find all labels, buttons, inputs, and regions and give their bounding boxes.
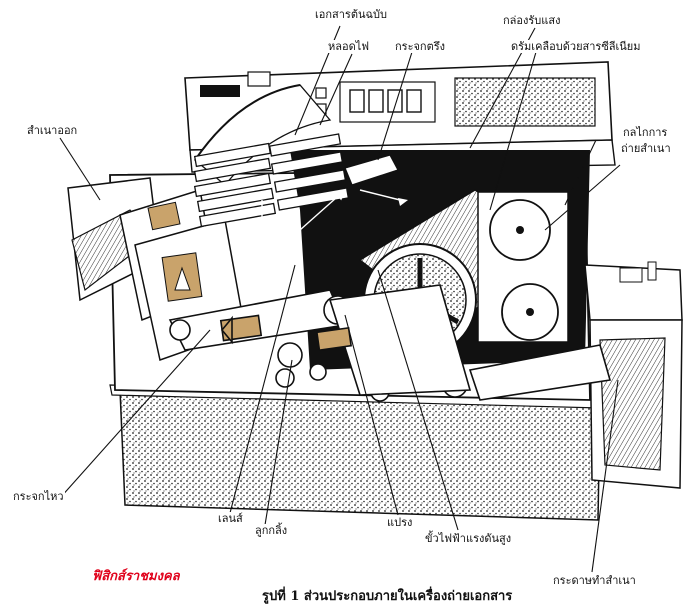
light-path (261, 188, 347, 265)
base-cabinet (109, 384, 601, 521)
label-copy-paper: กระดาษทำสำเนา (552, 574, 637, 587)
copy-mechanism-gears (477, 191, 569, 343)
leader-lines (59, 25, 621, 573)
label-brush: แปรง (386, 516, 414, 529)
label-high-voltage-electrode: ขั้วไฟฟ้าแรงดันสูง (424, 532, 513, 545)
label-copy-mechanism-line1: กลไกการ (622, 126, 669, 139)
label-lens: เลนส์ (217, 512, 244, 525)
fixed-mirror-unit (344, 154, 408, 206)
watermark-text: ฟิสิกส์ราชมงคล (92, 569, 180, 584)
label-light-box: กล่องรับแสง (502, 14, 562, 27)
label-fixed-mirror: กระจกตรึง (394, 40, 447, 53)
label-copy-mechanism-line2: ถ่ายสำเนา (620, 142, 672, 155)
label-roller: ลูกกลิ้ง (254, 524, 289, 537)
control-panel (454, 77, 596, 127)
label-copy-out: สำเนาออก (26, 124, 79, 137)
label-moving-mirror: กระจกไหว (12, 490, 65, 503)
label-selenium-drum: ดรัมเคลือบด้วยสารซีลีเนียม (510, 40, 642, 53)
label-original-document: เอกสารต้นฉบับ (314, 8, 388, 21)
label-lamp: หลอดไฟ (327, 40, 371, 53)
paper-feeder (584, 261, 683, 489)
original-document-stack (193, 84, 350, 228)
figure-caption: รูปที่ 1 ส่วนประกอบภายในเครื่องถ่ายเอกสา… (262, 589, 513, 604)
